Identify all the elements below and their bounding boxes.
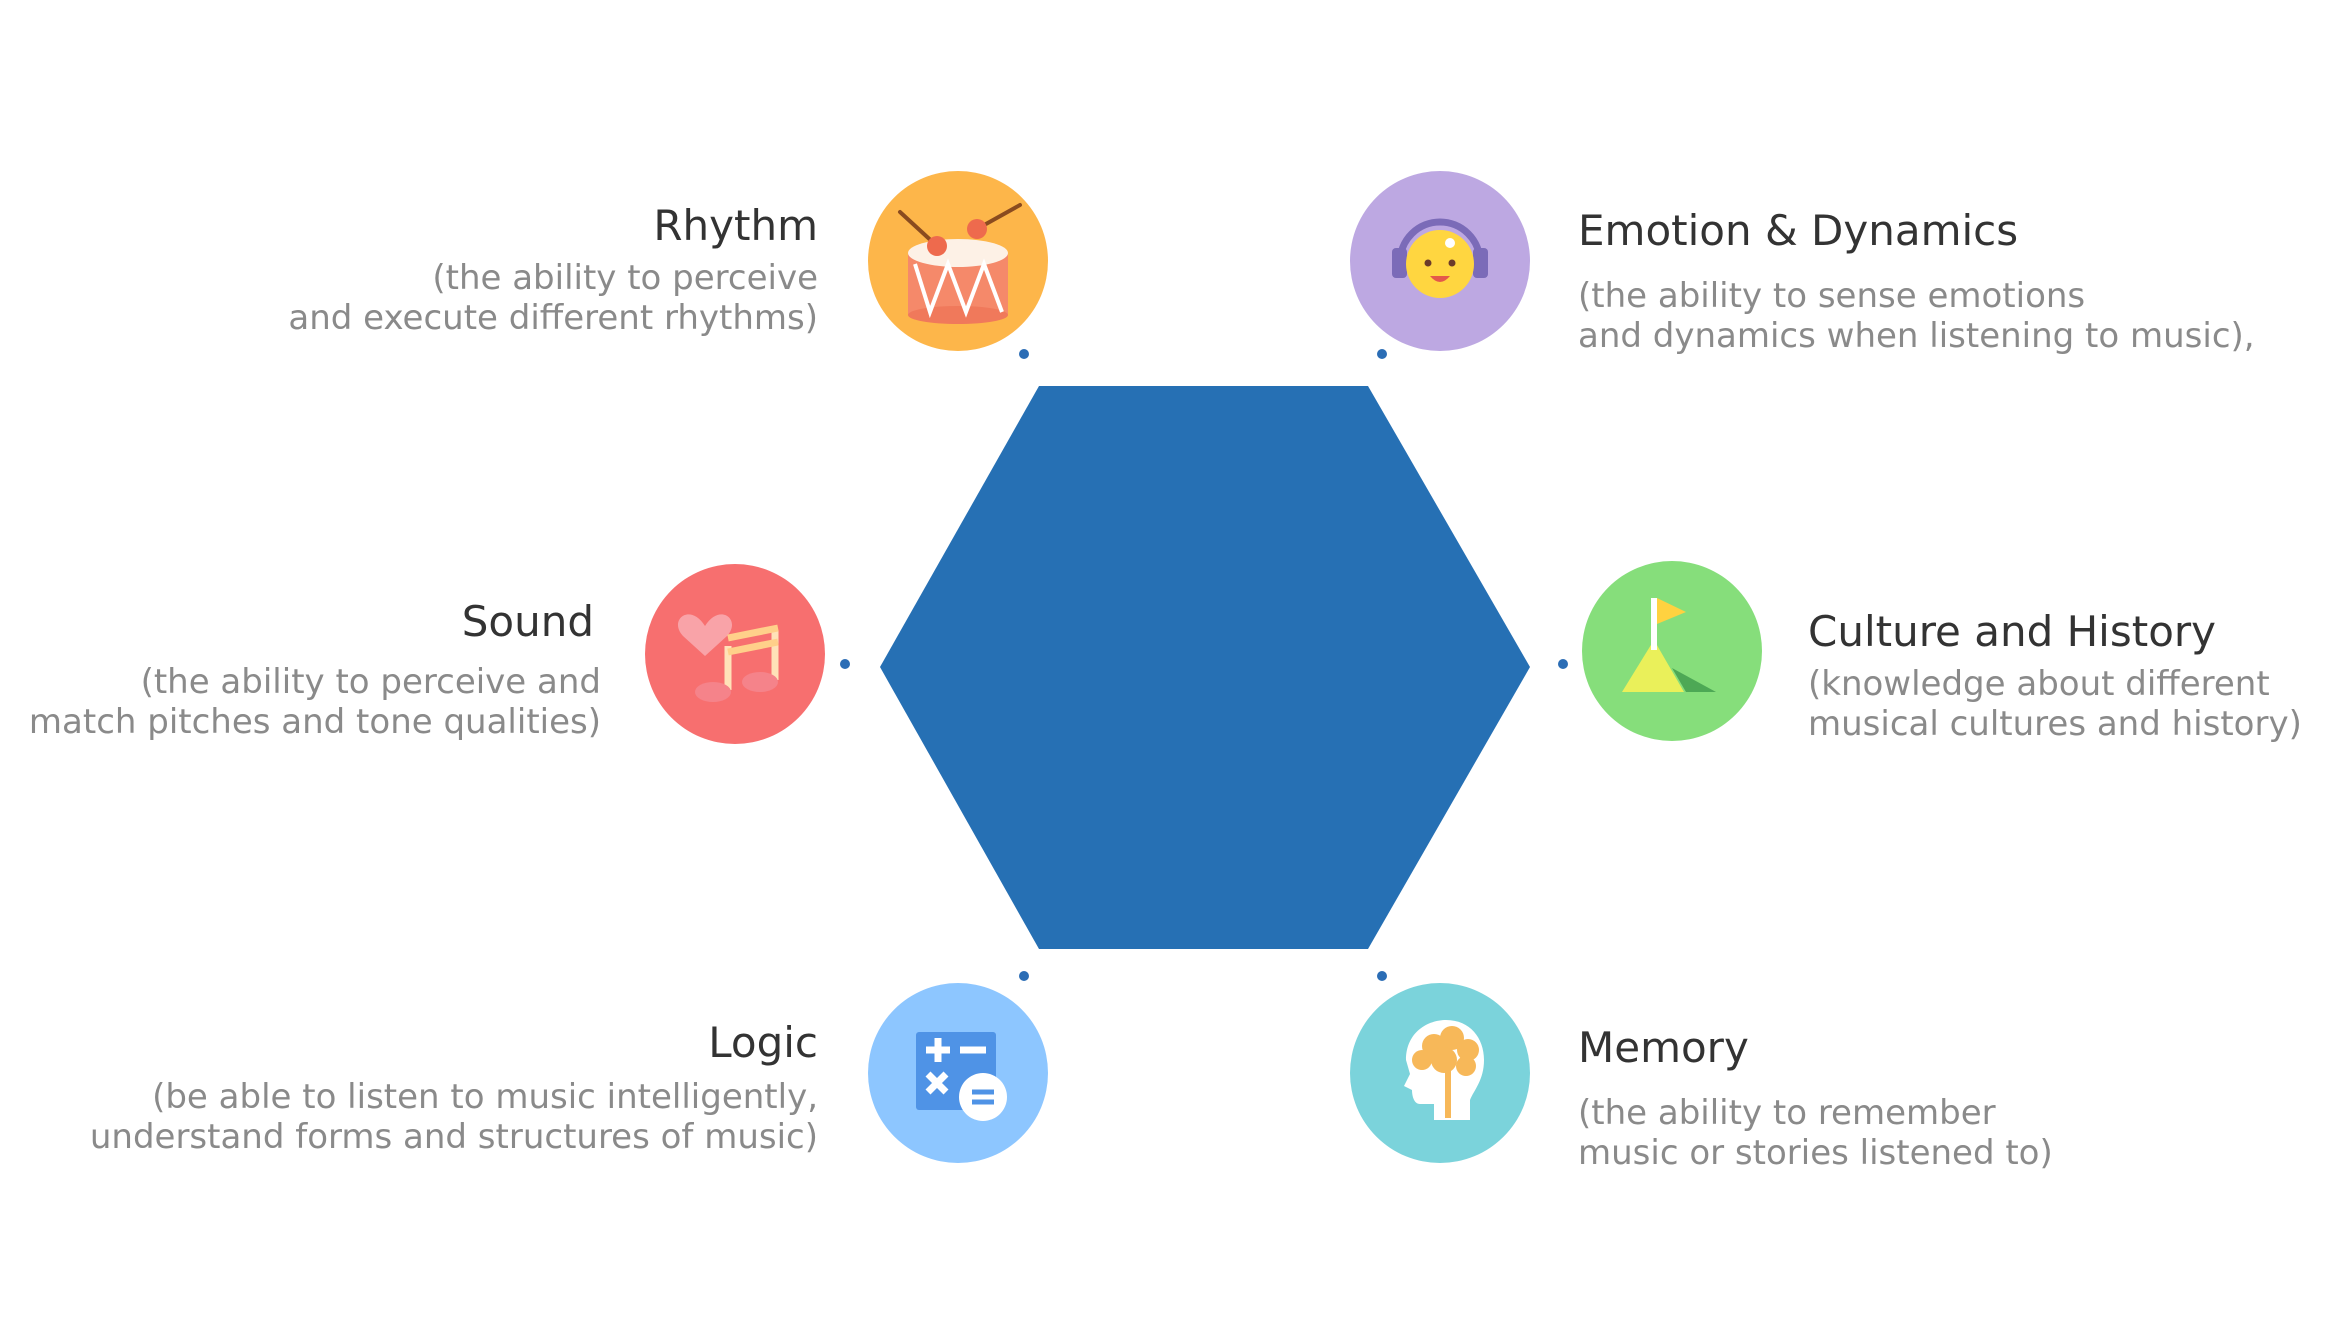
sound-description-line: match pitches and tone qualities) xyxy=(28,702,601,742)
logic-description-line: understand forms and structures of music… xyxy=(89,1117,818,1157)
heart-music-note-icon xyxy=(645,564,825,744)
rhythm-title: Rhythm xyxy=(653,201,818,250)
sound-title: Sound xyxy=(461,597,594,646)
connector-dot xyxy=(1377,349,1387,359)
connector-dot xyxy=(1558,659,1568,669)
logic-description-line: (be able to listen to music intelligentl… xyxy=(152,1077,818,1117)
connector-dot xyxy=(840,659,850,669)
logic-title: Logic xyxy=(708,1018,818,1067)
emotion-dynamics-title: Emotion & Dynamics xyxy=(1578,206,2019,255)
emotion-dynamics-description: (the ability to sense emotions and dynam… xyxy=(1578,276,2255,356)
logic-description: (be able to listen to music intelligentl… xyxy=(90,1077,818,1157)
rhythm-description-line: (the ability to perceive xyxy=(432,258,818,298)
mountain-flag-icon xyxy=(1582,561,1762,741)
connector-dot xyxy=(1377,971,1387,981)
headphones-face-icon xyxy=(1350,171,1530,351)
memory-title: Memory xyxy=(1578,1023,1749,1072)
sound-description: (the ability to perceive and match pitch… xyxy=(29,662,601,742)
center-hexagon xyxy=(880,386,1530,949)
calculator-icon xyxy=(868,983,1048,1163)
memory-description-line: music or stories listened to) xyxy=(1578,1133,2053,1173)
connector-dot xyxy=(1019,971,1029,981)
drum-icon xyxy=(868,171,1048,351)
connector-dot xyxy=(1019,349,1029,359)
memory-description-line: (the ability to remember xyxy=(1578,1093,1996,1133)
emotion-dynamics-description-line: and dynamics when listening to music), xyxy=(1578,316,2255,356)
rhythm-description-line: and execute different rhythms) xyxy=(288,298,818,338)
culture-history-title: Culture and History xyxy=(1808,607,2217,656)
rhythm-description: (the ability to perceive and execute dif… xyxy=(288,258,818,338)
culture-history-description-line: musical cultures and history) xyxy=(1808,704,2302,744)
brain-head-icon xyxy=(1350,983,1530,1163)
memory-description: (the ability to remember music or storie… xyxy=(1578,1093,2053,1173)
sound-description-line: (the ability to perceive and xyxy=(140,662,601,702)
culture-history-description: (knowledge about different musical cultu… xyxy=(1808,664,2302,744)
emotion-dynamics-description-line: (the ability to sense emotions xyxy=(1578,276,2086,316)
culture-history-description-line: (knowledge about different xyxy=(1808,664,2270,704)
